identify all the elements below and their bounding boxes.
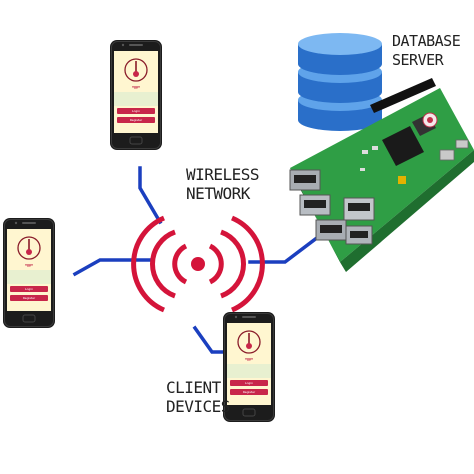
- smartphone-icon-left: RE Login Register: [2, 217, 56, 329]
- wireless-signal-icon: [131, 215, 265, 313]
- app-name: RE: [247, 358, 251, 362]
- link-left-phone: [72, 258, 154, 277]
- client-label-line1: CLIENT: [166, 378, 221, 397]
- database-label-line2: SERVER: [392, 51, 444, 69]
- client-label-line2: DEVICES: [166, 397, 230, 416]
- app-name: RE: [134, 86, 138, 90]
- wireless-label-line2: NETWORK: [186, 184, 250, 203]
- wireless-network-label: WIRELESS NETWORK: [186, 165, 260, 203]
- database-icon: [298, 33, 382, 131]
- login-button: Login: [132, 109, 140, 113]
- login-button: Login: [245, 381, 253, 385]
- smartphone-icon-top: RE Login Register: [109, 39, 163, 151]
- register-button: Register: [130, 118, 143, 122]
- database-label-line1: DATABASE: [392, 32, 461, 50]
- database-server-label: DATABASE SERVER: [392, 32, 461, 70]
- register-button: Register: [23, 296, 36, 300]
- raspberry-pi-board-icon: [289, 78, 474, 272]
- app-name: RE: [27, 264, 31, 268]
- link-top-phone: [138, 166, 163, 225]
- register-button: Register: [243, 390, 256, 394]
- smartphone-icon-bottom: RE Login Register: [222, 311, 276, 423]
- login-button: Login: [25, 287, 33, 291]
- wireless-label-line1: WIRELESS: [186, 165, 260, 184]
- client-devices-label: CLIENT DEVICES: [166, 378, 230, 416]
